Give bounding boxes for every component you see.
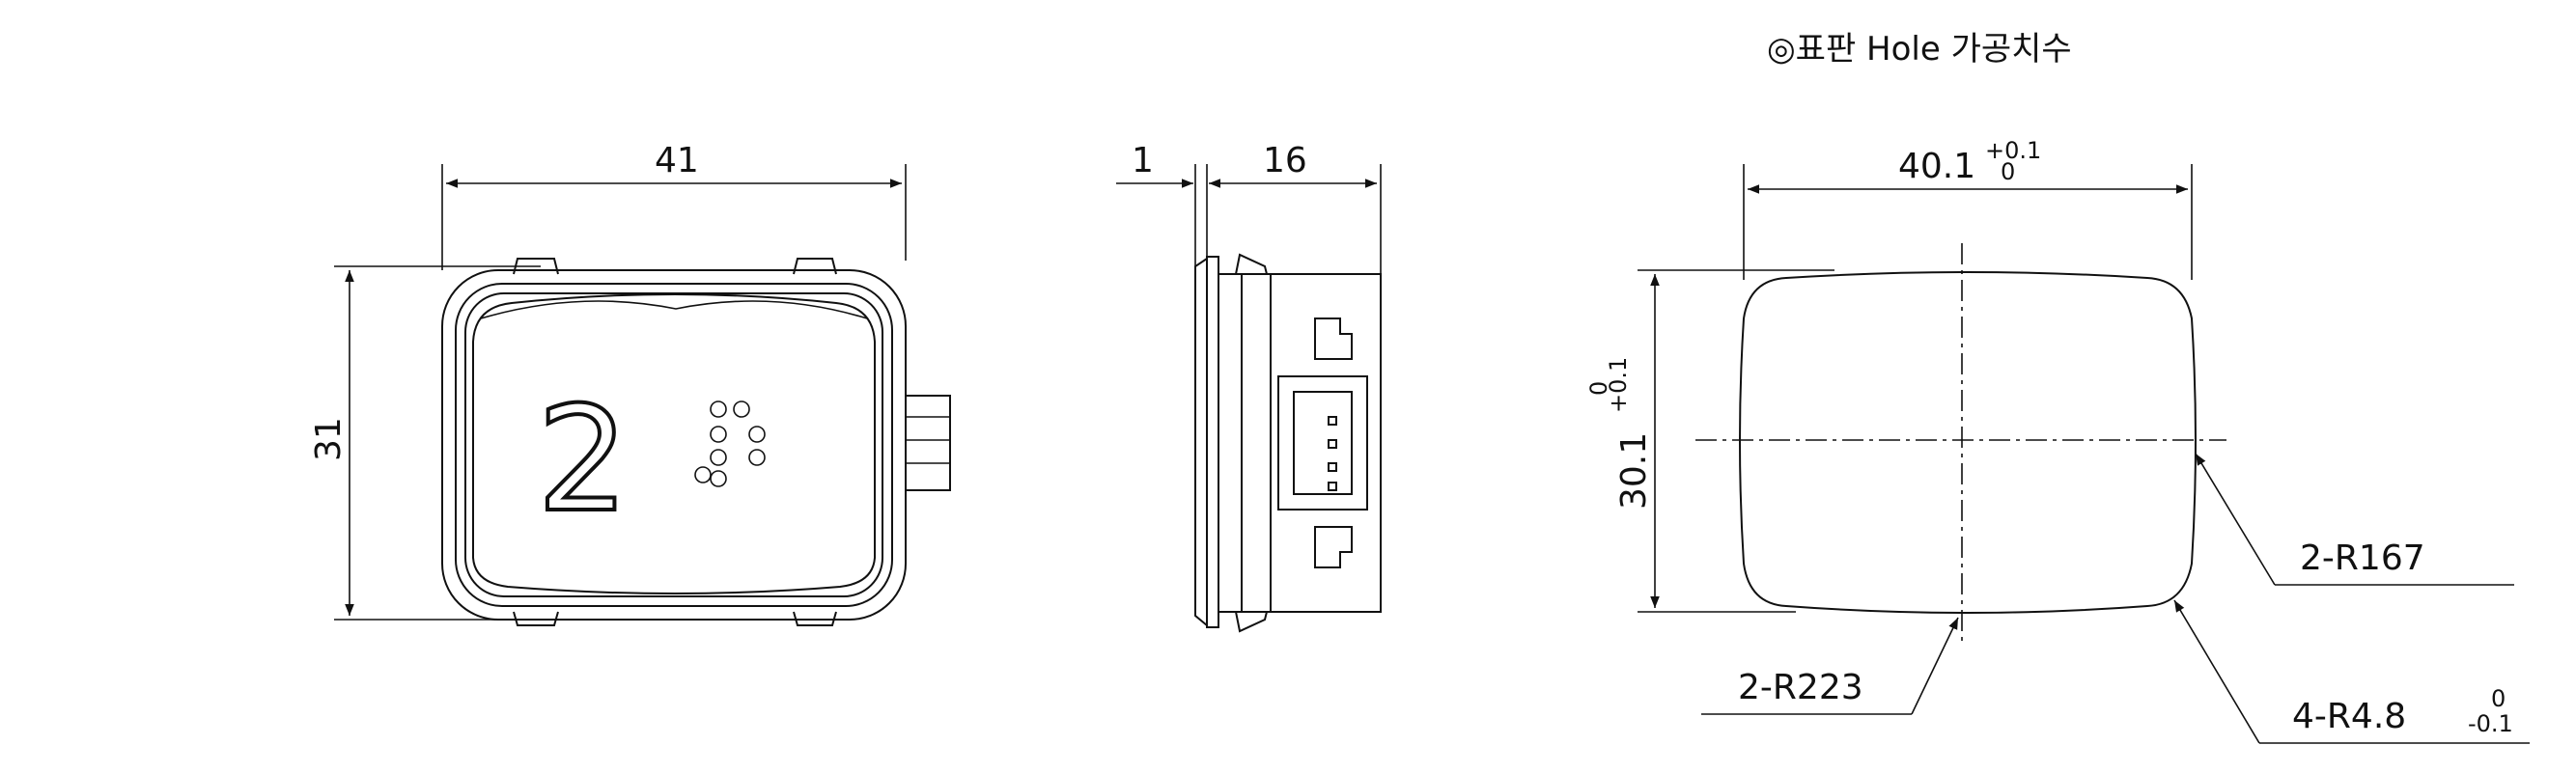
side-connector [1277,375,1368,511]
front-width-label: 41 [655,141,699,180]
side-depth-label: 16 [1263,141,1307,180]
side-view: 1 16 [1116,141,1382,633]
side-bezel [1194,258,1208,626]
hole-width-label: 40.1 [1898,147,1975,186]
radius-top-bottom-label: 2-R223 [1738,668,1863,707]
hole-width-dimension: 40.1 +0.1 0 [1743,137,2193,280]
hole-height-tol-lower: 0 [1585,381,1612,396]
button-face [472,293,876,594]
drawing-title: ◎표판 Hole 가공치수 [1767,30,2072,69]
corner-radius-callout: 4-R4.8 0 -0.1 [2173,599,2530,744]
side-body [1218,273,1382,613]
corner-radius-tol-upper: 0 [2491,685,2506,712]
front-height-label: 31 [309,417,349,461]
hole-height-tol-upper: +0.1 [1605,357,1632,413]
floor-number: 2 [537,376,629,544]
hole-width-tol-lower: 0 [2001,158,2015,185]
button-housing-outer [441,269,907,621]
hole-outline [1739,271,2197,614]
hole-view: 40.1 +0.1 0 30.1 +0.1 0 2-R167 2-R223 [1585,137,2530,744]
side-bezel-label: 1 [1132,141,1154,180]
braille-dots [694,400,766,487]
side-dimensions: 1 16 [1116,141,1382,280]
front-view: 41 31 2 [309,141,951,626]
radius-side-callout: 2-R167 [2195,453,2514,586]
connector-pins [906,395,951,491]
hole-height-label: 30.1 [1614,432,1654,510]
radius-top-bottom-callout: 2-R223 [1701,617,1959,715]
radius-side-label: 2-R167 [2300,538,2425,578]
front-height-dimension: 31 [309,265,541,621]
corner-radius-label: 4-R4.8 [2292,697,2406,736]
hole-height-dimension: 30.1 +0.1 0 [1585,269,1834,613]
front-width-dimension: 41 [441,141,907,270]
hole-width-tol-upper: +0.1 [1985,137,2041,164]
corner-radius-tol-lower: -0.1 [2468,710,2513,737]
